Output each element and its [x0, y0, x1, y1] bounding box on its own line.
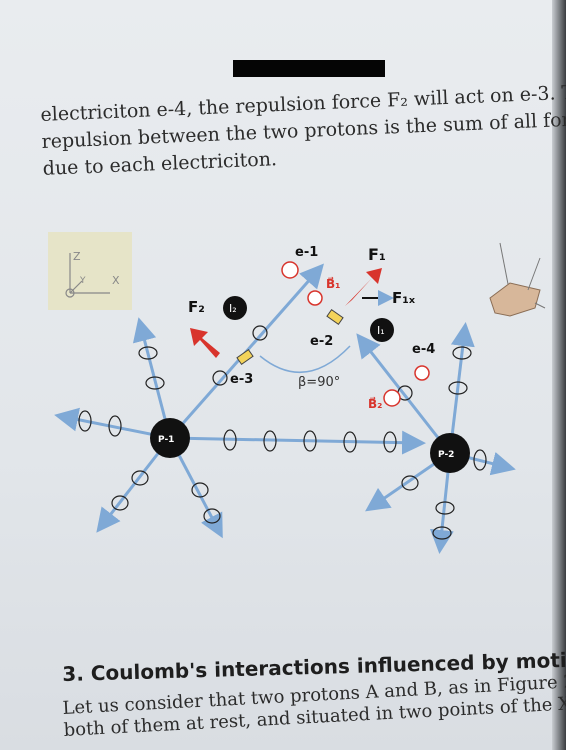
- proton-interaction-figure: Z Y X P-1 P-2: [54, 242, 546, 554]
- b1-label: B⃗₁: [326, 277, 340, 291]
- book-spine: [552, 0, 566, 750]
- into-page-icon-2: [383, 389, 401, 407]
- axis-inset: [48, 232, 132, 310]
- out-of-page-icon-2: [414, 365, 430, 381]
- b2-label: B⃗₂: [368, 397, 382, 411]
- into-page-icon: [281, 261, 299, 279]
- i2-label: I₂: [229, 302, 237, 315]
- axis-y-label: Y: [79, 276, 86, 286]
- proton-p2-label: P-2: [438, 450, 454, 460]
- hand-rule-icon: [489, 242, 546, 317]
- i1-label: I₁: [377, 324, 385, 337]
- current-i1-icon: [370, 318, 394, 342]
- e1-label: e-1: [295, 245, 318, 260]
- current-i2-icon: [223, 296, 247, 320]
- f1x-label: F₁ₓ: [392, 289, 416, 307]
- e2-label: e-2: [310, 334, 333, 349]
- e4-label: e-4: [412, 342, 435, 357]
- e2-yellow-arrow: [326, 309, 344, 325]
- axis-z-label: Z: [73, 250, 81, 263]
- proton-p1-label: P-1: [158, 435, 174, 445]
- f1-label: F₁: [368, 245, 386, 264]
- force-f1-arrow: [345, 268, 382, 306]
- axis-x-label: X: [112, 274, 120, 287]
- e3-yellow-arrow: [236, 349, 254, 365]
- redacted-header: [233, 60, 385, 77]
- f2-label: F₂: [188, 298, 205, 316]
- axis-icon: [65, 253, 110, 298]
- proton-p1: [150, 418, 190, 458]
- beta-arc: [259, 345, 351, 374]
- force-f2-arrow: [190, 328, 220, 358]
- out-of-page-icon: [307, 290, 323, 306]
- beta-label: β=90°: [298, 375, 340, 390]
- spin-rings: [78, 325, 487, 540]
- e3-label: e-3: [230, 372, 253, 387]
- proton-p2: [430, 433, 470, 473]
